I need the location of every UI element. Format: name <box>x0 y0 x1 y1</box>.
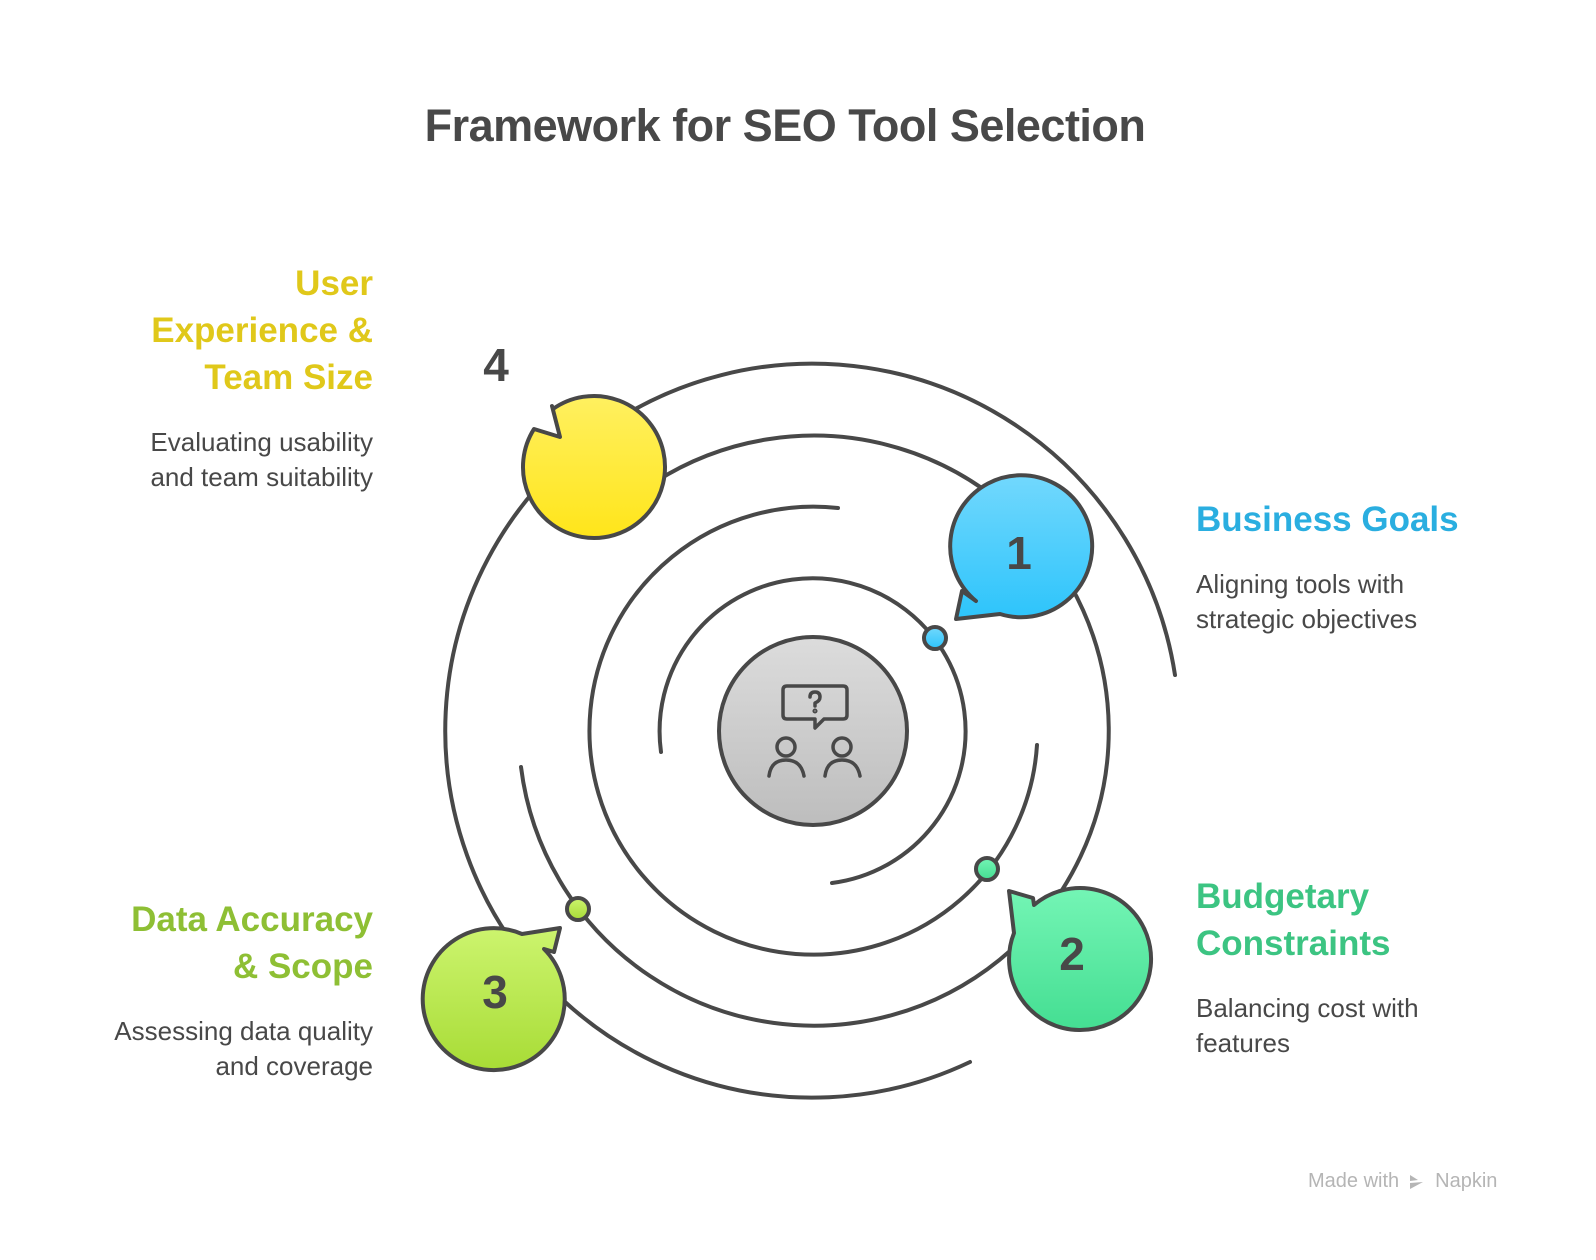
item-description-1: Aligning tools with strategic objectives <box>1196 569 1418 634</box>
item-description-2: Balancing cost with features <box>1196 993 1419 1058</box>
orbit-ring-2 <box>587 504 1039 957</box>
napkin-logo-icon <box>1410 1174 1424 1189</box>
step-bubble-2: 2 <box>1007 886 1154 1033</box>
node-dot-3 <box>565 896 591 922</box>
watermark-brand: Napkin <box>1435 1170 1498 1192</box>
step-number-1: 1 <box>1006 527 1032 579</box>
item-title-1: Business Goals <box>1196 500 1459 539</box>
diagram-title: Framework for SEO Tool Selection <box>424 100 1146 151</box>
step-bubble-1: 1 <box>948 473 1095 621</box>
item-description-3: Assessing data quality and coverage <box>114 1016 373 1081</box>
center-node <box>717 635 909 827</box>
item-description-4: Evaluating usability and team suitabilit… <box>150 427 373 492</box>
napkin-watermark[interactable]: Made with Napkin <box>1308 1170 1497 1193</box>
orbit-ring-4 <box>443 361 1177 1100</box>
step-number-4: 4 <box>483 339 509 391</box>
orbit-ring-3 <box>519 433 1111 1028</box>
item-title-2: Budgetary Constraints <box>1196 877 1391 963</box>
step-bubble-4: 4 <box>483 339 667 540</box>
watermark-prefix: Made with <box>1308 1170 1400 1192</box>
step-number-2: 2 <box>1059 928 1085 980</box>
item-title-3: Data Accuracy & Scope <box>131 900 373 986</box>
orbit-ring-1 <box>657 576 968 885</box>
node-dot-2 <box>974 856 1000 882</box>
step-number-3: 3 <box>482 966 508 1018</box>
item-title-4: User Experience & Team Size <box>151 264 373 397</box>
step-bubble-3: 3 <box>420 926 567 1073</box>
people-question-icon <box>767 684 862 778</box>
node-dot-1 <box>922 625 948 651</box>
